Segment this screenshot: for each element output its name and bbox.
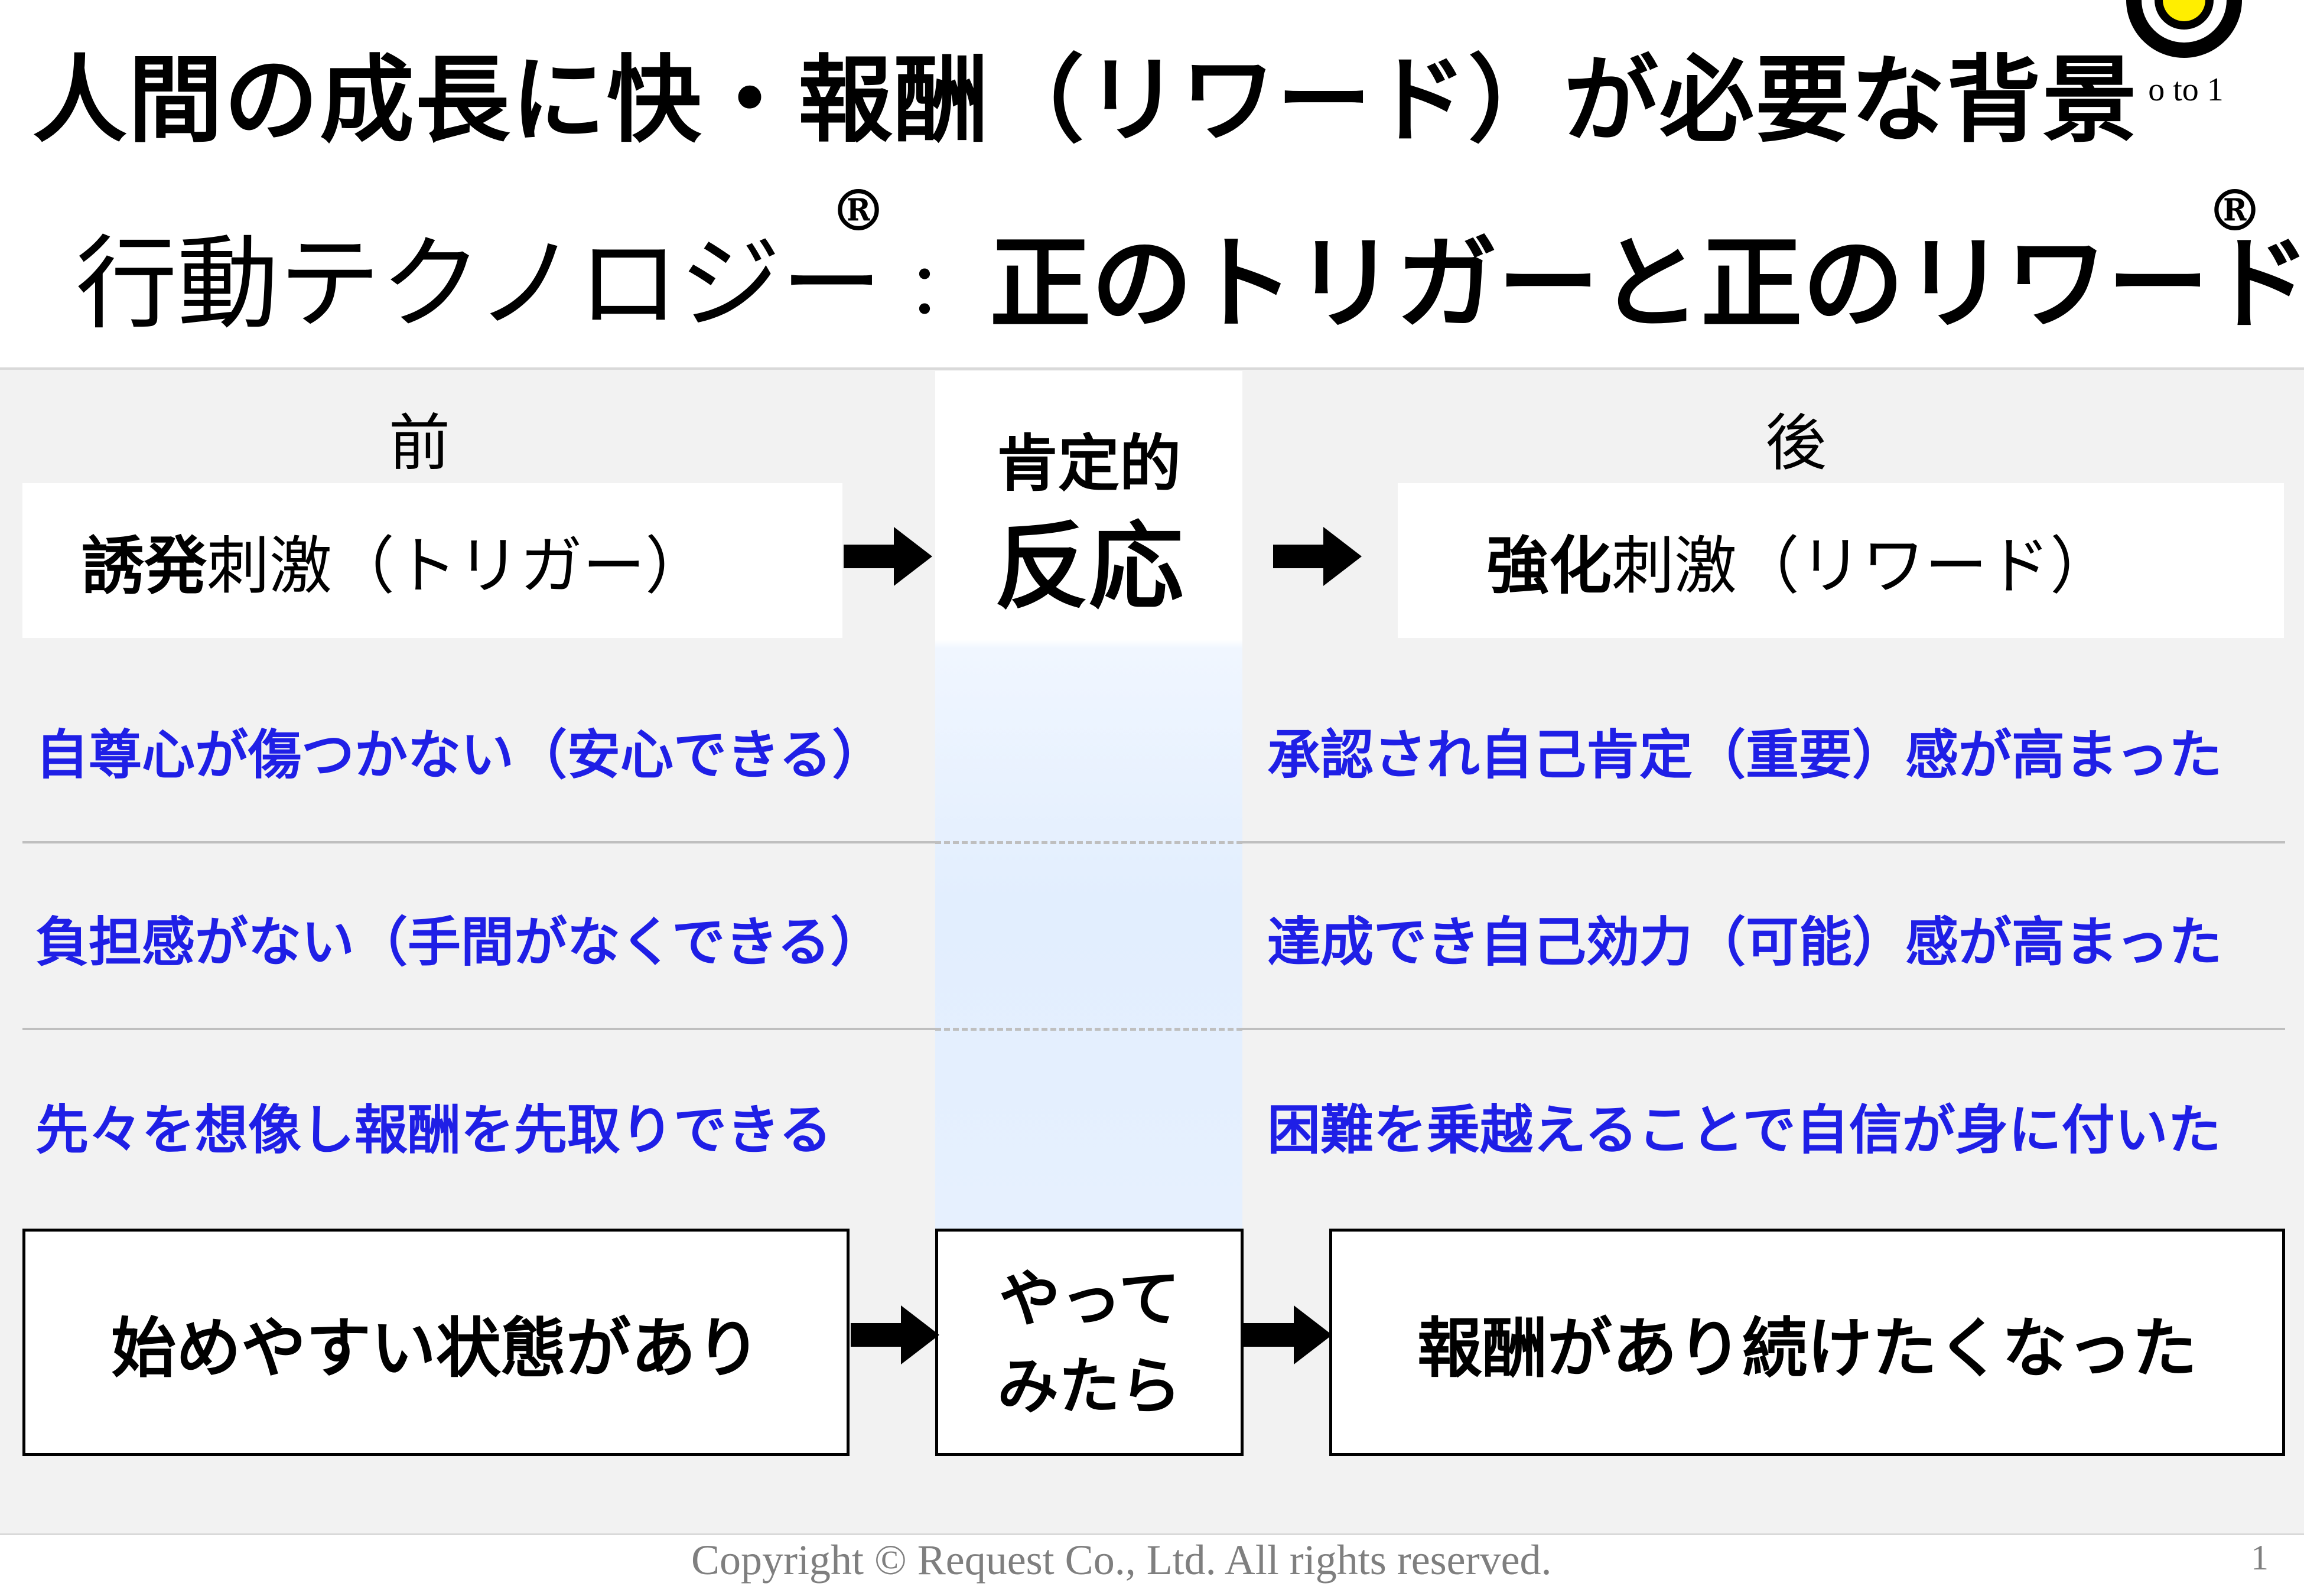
- trigger-box: 誘発刺激（トリガー）: [22, 483, 842, 638]
- left-item: 自尊心が傷つかない（安心できる）: [35, 724, 886, 786]
- divider-dashed: [935, 1028, 1242, 1031]
- arrow-right-icon: [1273, 527, 1362, 586]
- subtitle-positive-trigger-reward: 正のトリガーと正のリワード: [990, 224, 2304, 343]
- bottom-middle-box: やって みたら: [935, 1229, 1244, 1456]
- response-label: 反応: [994, 512, 1183, 622]
- before-label: 前: [388, 407, 450, 479]
- reward-box: 強化刺激（リワード）: [1398, 483, 2284, 638]
- bottom-left-box: 始めやすい状態があり: [22, 1229, 850, 1456]
- reward-label: 刺激（リワード）: [1612, 530, 2113, 602]
- center-column: [935, 371, 1242, 1230]
- bottom-middle-line: やって: [998, 1262, 1180, 1335]
- trigger-label: 刺激（トリガー）: [207, 530, 708, 602]
- right-item: 困難を乗越えることで自信が身に付いた: [1267, 1099, 2221, 1161]
- right-item: 達成でき自己効力（可能）感が高まった: [1267, 911, 2222, 973]
- arrow-right-icon: [844, 527, 932, 586]
- divider-dashed: [935, 841, 1242, 844]
- registered-mark: ®: [830, 177, 887, 244]
- footer: [0, 1533, 2304, 1596]
- logo-icon: [2124, 0, 2245, 71]
- positive-label: 肯定的: [996, 428, 1181, 500]
- bottom-right-text: 報酬があり続けたくなった: [1417, 1310, 2197, 1386]
- left-item: 負担感がない（手間がなくできる）: [35, 911, 884, 973]
- subtitle-behavior-technology: 行動テクノロジー: [76, 224, 883, 343]
- copyright: Copyright © Request Co., Ltd. All rights…: [691, 1536, 1552, 1584]
- after-label: 後: [1765, 407, 1827, 479]
- bottom-middle-line: みたら: [997, 1350, 1182, 1422]
- right-item: 承認され自己肯定（重要）感が高まった: [1267, 724, 2222, 786]
- subtitle-colon: ：: [907, 249, 978, 331]
- logo-text: o to 1: [2148, 71, 2224, 108]
- divider: [22, 1028, 935, 1030]
- bottom-left-text: 始めやすい状態があり: [111, 1310, 761, 1386]
- trigger-bold-label: 誘発: [82, 530, 207, 602]
- page-title: 人間の成長に快・報酬（リワード）が必要な背景: [32, 45, 2139, 155]
- bottom-right-box: 報酬があり続けたくなった: [1329, 1229, 2285, 1456]
- divider: [1242, 1028, 2285, 1030]
- divider: [1242, 841, 2285, 843]
- reward-bold-label: 強化: [1486, 530, 1612, 602]
- left-item: 先々を想像し報酬を先取りできる: [35, 1099, 832, 1161]
- arrow-right-icon: [1244, 1305, 1332, 1364]
- arrow-right-icon: [851, 1305, 939, 1364]
- divider: [22, 841, 935, 843]
- registered-mark: ®: [2207, 177, 2263, 244]
- page-number: 1: [2251, 1538, 2269, 1577]
